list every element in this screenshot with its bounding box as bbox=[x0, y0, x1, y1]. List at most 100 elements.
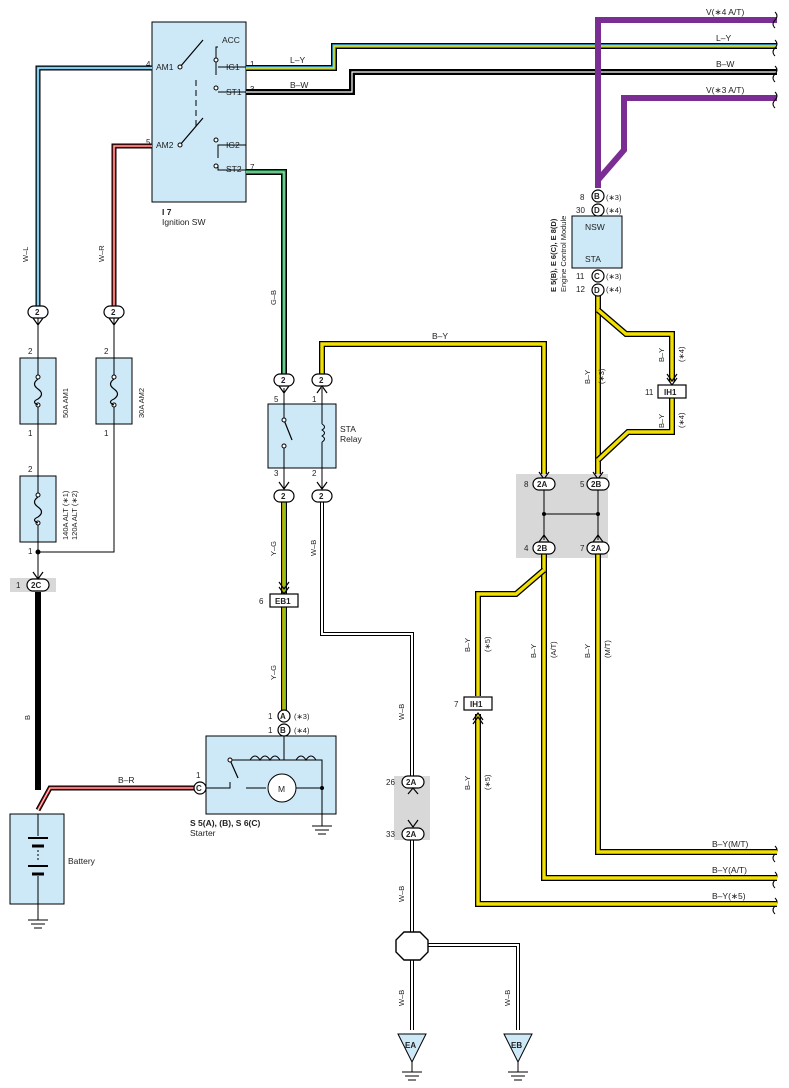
wire-label-w-b-4: W–B bbox=[397, 990, 406, 1006]
conn-jb-2a-7: 2A bbox=[586, 533, 610, 555]
wire-label-l-y-right: L–Y bbox=[716, 33, 731, 43]
fuse-alt1-label: 140A ALT (∗1) bbox=[61, 490, 70, 540]
ecm-codes: E 5(B), E 6(C), E 8(D) bbox=[549, 218, 558, 292]
fuse-alt2-label: 120A ALT (∗2) bbox=[70, 490, 79, 540]
ecm-note-3b: (∗3) bbox=[606, 272, 622, 281]
wire-label-b-y-5a: B–Y bbox=[463, 638, 472, 652]
pin-st2: 7 bbox=[250, 163, 255, 172]
svg-text:2: 2 bbox=[281, 492, 286, 501]
conn-eb1: EB1 6 bbox=[259, 581, 299, 608]
battery: Battery bbox=[9, 813, 96, 929]
ecm-pin-30: 30 bbox=[576, 206, 585, 215]
conn-2c: 2C 1 bbox=[16, 571, 50, 592]
svg-text:2: 2 bbox=[35, 308, 40, 317]
battery-ground-icon bbox=[28, 919, 48, 929]
wire-label-b-y-ih1b: B–Y bbox=[657, 414, 666, 428]
conn-ecm-c: C bbox=[591, 269, 605, 283]
conn-2-am1: 2 bbox=[27, 305, 49, 327]
wire-v-4: V(∗4 A/T) bbox=[595, 7, 777, 188]
relay-pin-3: 3 bbox=[274, 469, 279, 478]
pin-am2: 5 bbox=[146, 138, 151, 147]
fuse-am1: 50A AM1 2 1 bbox=[19, 347, 70, 438]
fuse-alt-pin-bottom: 1 bbox=[28, 547, 33, 556]
engine-control-module: NSW STA E 5(B), E 6(C), E 8(D) Engine Co… bbox=[549, 193, 623, 294]
svg-text:2C: 2C bbox=[31, 581, 41, 590]
svg-text:2A: 2A bbox=[591, 544, 601, 553]
fuse-alt: 140A ALT (∗1) 120A ALT (∗2) 2 1 bbox=[19, 465, 79, 556]
conn-starter-c: C bbox=[193, 781, 207, 795]
ground-eb: EB bbox=[503, 1033, 533, 1081]
svg-text:A: A bbox=[280, 712, 286, 721]
wire-label-b-y-ih1a: B–Y bbox=[657, 348, 666, 362]
term-st2: ST2 bbox=[226, 164, 242, 174]
wire-label-b-y-5-right: B–Y(∗5) bbox=[712, 891, 746, 901]
wire-l-y: L–Y L–Y bbox=[246, 33, 777, 71]
svg-text:EB1: EB1 bbox=[275, 597, 291, 606]
svg-text:1: 1 bbox=[16, 581, 21, 590]
conn-jb-2a-8: 2A bbox=[532, 471, 556, 491]
conn-ecm-d-bottom: D bbox=[591, 283, 605, 297]
wire-label-w-l: W–L bbox=[21, 247, 30, 262]
svg-text:D: D bbox=[594, 206, 600, 215]
wire-v-3: V(∗3 A/T) bbox=[595, 85, 777, 182]
conn-ecm-b: B bbox=[591, 189, 605, 203]
svg-text:2: 2 bbox=[319, 492, 324, 501]
svg-text:B: B bbox=[594, 192, 600, 201]
svg-text:26: 26 bbox=[386, 778, 395, 787]
wire-b-battery: B bbox=[23, 592, 41, 790]
svg-text:(∗3): (∗3) bbox=[294, 712, 310, 721]
svg-text:2: 2 bbox=[281, 376, 286, 385]
wire-label-b-y-ecm: B–Y bbox=[583, 370, 592, 384]
conn-2-relay-y-g: 2 bbox=[273, 481, 295, 503]
wire-label-v3: V(∗3 A/T) bbox=[706, 85, 744, 95]
wire-label-w-b-1: W–B bbox=[309, 540, 318, 556]
ground-ea-label: EA bbox=[405, 1041, 416, 1050]
fuse-am1-pin-top: 2 bbox=[28, 347, 33, 356]
fuse-am1-pin-bottom: 1 bbox=[28, 429, 33, 438]
ecm-note-4b: (∗4) bbox=[606, 285, 622, 294]
splice-point bbox=[395, 931, 429, 961]
wire-label-b-y-ecm-note: (∗3) bbox=[597, 368, 606, 384]
svg-text:IH1: IH1 bbox=[664, 388, 677, 397]
conn-jb-2b-5: 2B bbox=[586, 471, 610, 491]
svg-text:IH1: IH1 bbox=[470, 700, 483, 709]
wire-label-b-r: B–R bbox=[118, 775, 135, 785]
wire-label-b-y-ih1a-note: (∗4) bbox=[677, 346, 686, 362]
conn-ih1-upper: IH1 11 bbox=[645, 373, 687, 399]
sta-relay: STA Relay 5 1 3 2 bbox=[267, 388, 362, 488]
wire-label-y-g-top: Y–G bbox=[269, 541, 278, 556]
wire-label-w-b-5: W–B bbox=[503, 990, 512, 1006]
starter-motor-label: M bbox=[278, 784, 285, 794]
ignition-sw-code: I 7 bbox=[162, 207, 172, 217]
wire-b-w: B–W B–W bbox=[246, 59, 777, 95]
starter-codes: S 5(A), (B), S 6(C) bbox=[190, 818, 261, 828]
relay-pin-5: 5 bbox=[274, 395, 279, 404]
svg-text:1: 1 bbox=[268, 726, 273, 735]
wire-b-y-relay: B–Y bbox=[319, 331, 547, 478]
wire-label-b: B bbox=[23, 715, 32, 720]
connector-pills: 2 2 2C 1 2 2 2 bbox=[10, 189, 687, 841]
svg-text:B: B bbox=[280, 726, 286, 735]
ignition-switch: ACC IG1 ST1 IG2 ST2 AM1 AM2 I 7 Ignition… bbox=[146, 21, 255, 227]
fuse-alt-pin-top: 2 bbox=[28, 465, 33, 474]
term-acc: ACC bbox=[222, 35, 240, 45]
wire-label-b-y-mt-right: B–Y(M/T) bbox=[712, 839, 749, 849]
conn-ecm-d-top: D bbox=[591, 203, 605, 217]
jb-pin-4: 4 bbox=[524, 544, 529, 553]
relay-pin-1: 1 bbox=[312, 395, 317, 404]
jb-pin-8: 8 bbox=[524, 480, 529, 489]
wire-label-g-b: G–B bbox=[269, 290, 278, 305]
wire-label-b-y-mt-note: (M/T) bbox=[603, 640, 612, 658]
wire-b-y-outputs: B–Y (A/T) B–Y (M/T) B–Y (∗5) B–Y (∗5) B–… bbox=[463, 554, 777, 907]
svg-text:1: 1 bbox=[268, 712, 273, 721]
conn-ih1-lower: IH1 7 bbox=[454, 696, 493, 725]
conn-starter-b: B 1 (∗4) bbox=[268, 723, 310, 737]
wire-label-b-y-mt: B–Y bbox=[583, 644, 592, 658]
conn-2-relay-b-y: 2 bbox=[311, 373, 333, 394]
wire-break-marks bbox=[772, 11, 778, 915]
ground-eb-label: EB bbox=[511, 1041, 522, 1050]
ecm-pin-11: 11 bbox=[576, 272, 585, 281]
fuse-am2-pin-bottom: 1 bbox=[104, 429, 109, 438]
sta-relay-line1: STA bbox=[340, 424, 356, 434]
conn-2-relay-w-b: 2 bbox=[311, 481, 333, 503]
